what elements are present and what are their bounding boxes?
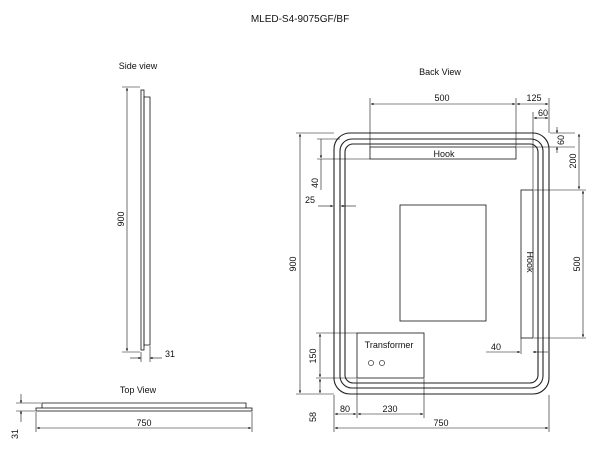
transformer-box: [356, 332, 425, 379]
mirror-middle-frame: [339, 138, 544, 389]
dim-bottom-offset-58-label: 58: [308, 412, 318, 422]
side-view: Side view 900 31: [116, 61, 175, 362]
top-hook: [369, 146, 517, 160]
right-hook-label: Hook: [525, 251, 535, 273]
side-depth-label: 31: [165, 349, 175, 359]
top-view: Top View 31 750: [10, 385, 253, 439]
center-panel: [399, 204, 487, 322]
side-view-back-panel: [144, 96, 151, 346]
dim-offset-60-h-label: 60: [538, 108, 548, 118]
top-depth-label: 31: [10, 429, 20, 439]
transformer-port-right: [379, 360, 385, 366]
back-view-title: Back View: [419, 67, 461, 77]
top-view-body: [35, 407, 253, 412]
dim-offset-125-label: 125: [526, 93, 541, 103]
dim-overall-width-label: 750: [433, 418, 448, 428]
mirror-inner-frame: [344, 143, 539, 384]
dim-right-offset-40-label: 40: [491, 342, 501, 352]
right-hook: [520, 189, 534, 339]
transformer-label: Transformer: [365, 340, 414, 350]
dim-transformer-width-label: 230: [382, 404, 397, 414]
dim-offset-60-v-label: 60: [556, 135, 566, 145]
dim-hook-right-height-label: 500: [572, 256, 582, 271]
top-view-back-panel: [41, 402, 247, 408]
top-hook-label: Hook: [433, 149, 455, 159]
side-height-label: 900: [116, 211, 126, 226]
transformer-port-left: [368, 360, 374, 366]
dim-left-offset-40-label: 40: [310, 178, 320, 188]
dim-transformer-left-80-label: 80: [340, 404, 350, 414]
back-view: Back View Hook Hook Transformer 500 125 …: [288, 67, 586, 432]
dim-hook-top-width-label: 500: [434, 93, 449, 103]
mirror-outer-frame: [333, 132, 550, 395]
dim-offset-200-label: 200: [568, 153, 578, 168]
top-view-title: Top View: [120, 385, 157, 395]
side-view-body: [140, 89, 145, 351]
top-width-label: 750: [136, 418, 151, 428]
side-view-title: Side view: [119, 61, 158, 71]
model-title: MLED-S4-9075GF/BF: [251, 14, 349, 25]
dim-overall-height-label: 900: [288, 256, 298, 271]
dim-left-offset-25-label: 25: [305, 195, 315, 205]
dim-transformer-height-label: 150: [308, 348, 318, 363]
